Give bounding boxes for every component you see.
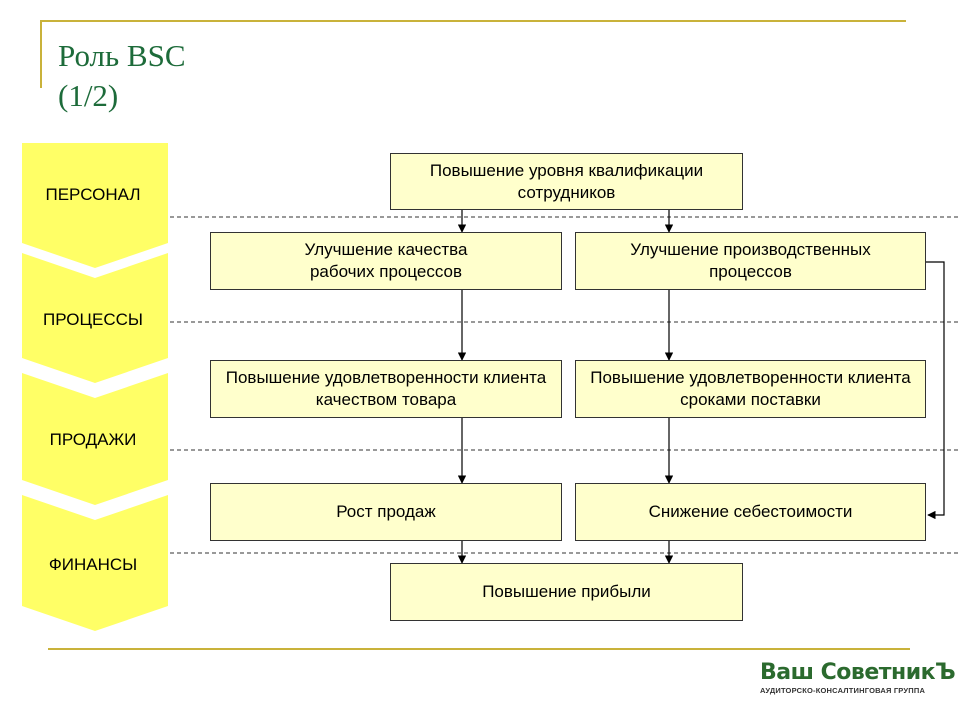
- arrow-loop: [926, 261, 945, 520]
- slide-title-line1: Роль BSC: [58, 38, 186, 73]
- slide-title: Роль BSC (1/2): [58, 36, 186, 116]
- lane-shape-personnel: [22, 143, 168, 268]
- company-logo: Ваш СоветникЪ АУДИТОРСКО-КОНСАЛТИНГОВАЯ …: [760, 660, 956, 700]
- top-rule: [40, 20, 906, 22]
- lane-label-sales: ПРОДАЖИ: [49, 430, 137, 449]
- left-rule: [40, 20, 42, 88]
- box-work-process-quality: Улучшение качества рабочих процессов: [210, 232, 562, 290]
- box-production-processes: Улучшение производственных процессов: [575, 232, 926, 290]
- box-sales-growth: Рост продаж: [210, 483, 562, 541]
- lane-label-finance: ФИНАНСЫ: [48, 555, 138, 574]
- box-satisfaction-delivery: Повышение удовлетворенности клиента срок…: [575, 360, 926, 418]
- box-staff-qualification: Повышение уровня квалификации сотруднико…: [390, 153, 743, 210]
- box-cost-reduction: Снижение себестоимости: [575, 483, 926, 541]
- lane-shape-finance: [22, 495, 168, 631]
- lane-shape-processes: [22, 253, 168, 383]
- lane-shape-sales: [22, 373, 168, 505]
- logo-tagline: АУДИТОРСКО-КОНСАЛТИНГОВАЯ ГРУППА: [760, 686, 926, 695]
- bottom-rule: [48, 648, 910, 650]
- box-satisfaction-quality: Повышение удовлетворенности клиента каче…: [210, 360, 562, 418]
- logo-name: Ваш СоветникЪ: [760, 660, 956, 685]
- slide-title-line2: (1/2): [58, 78, 119, 113]
- box-profit-increase: Повышение прибыли: [390, 563, 743, 621]
- lane-label-processes: ПРОЦЕССЫ: [43, 310, 143, 329]
- lane-label-personnel: ПЕРСОНАЛ: [45, 185, 141, 204]
